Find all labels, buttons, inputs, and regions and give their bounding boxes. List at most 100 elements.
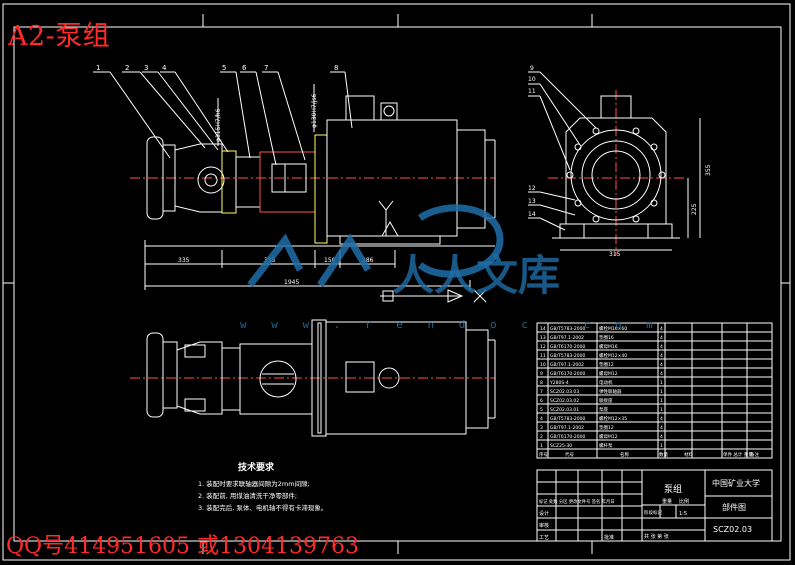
border-zone-ticks bbox=[3, 14, 790, 554]
bom-cell: 13 bbox=[540, 335, 546, 341]
bom-cell: 8 bbox=[540, 380, 543, 386]
bom-cell: 螺母M16 bbox=[599, 343, 618, 350]
bom-cell: 垫圈12 bbox=[599, 361, 614, 368]
side-dimension-values: 355 225 315 bbox=[609, 164, 712, 258]
top-view bbox=[130, 319, 496, 437]
bom-cell: 联接座 bbox=[599, 397, 613, 404]
side-callout-13: 13 bbox=[528, 198, 536, 205]
part-name: 泵组 bbox=[664, 483, 682, 495]
dim-shaft-height: 225 bbox=[691, 203, 698, 215]
bom-cell: 1 bbox=[660, 398, 663, 404]
overlay-title: A2-泵组 bbox=[8, 21, 111, 52]
bom-cell: 3 bbox=[540, 425, 543, 431]
bom-cell: GB/T6170-2000 bbox=[550, 434, 586, 440]
bom-header-cell: 代号 bbox=[565, 451, 574, 458]
side-callout-10: 10 bbox=[528, 76, 536, 83]
bom-cell: SCZ25-30 bbox=[550, 443, 572, 449]
stage-label: 阶段标记 bbox=[644, 509, 662, 516]
bom-cell: 4 bbox=[660, 344, 663, 350]
overlay-contact: QQ号414951605 或1304139763 bbox=[6, 534, 360, 559]
bom-cell: 垫圈12 bbox=[599, 424, 614, 431]
bom-cell: 螺杆泵 bbox=[599, 442, 613, 449]
bom-cell: 螺母M12 bbox=[599, 370, 618, 377]
dim-height: 355 bbox=[705, 164, 712, 176]
top-fan-cover bbox=[465, 329, 489, 429]
bom-cell: 螺母M12 bbox=[599, 433, 618, 440]
side-callouts: 9 10 11 12 13 14 bbox=[528, 65, 536, 218]
bom-cell: 6 bbox=[540, 398, 543, 404]
side-foot-left bbox=[559, 223, 585, 239]
tech-requirements: 技术要求 1. 装配时要求联轴器间隙为2mm间隙; 2. 装配前, 用煤油清洗干… bbox=[198, 461, 327, 512]
watermark-logo bbox=[247, 204, 504, 288]
bom-cell: 4 bbox=[660, 425, 663, 431]
design-label: 设计 bbox=[539, 510, 549, 517]
coupling-housing bbox=[259, 151, 316, 213]
motor-adapter-flange bbox=[314, 134, 328, 244]
callout-4: 4 bbox=[162, 64, 167, 72]
pump-port bbox=[197, 166, 225, 194]
callout-8: 8 bbox=[334, 64, 338, 72]
bom-cell: GB/T6170-2000 bbox=[550, 371, 586, 377]
top-pump-flange bbox=[146, 332, 164, 418]
bom-cell: 1 bbox=[540, 443, 543, 449]
callout-7: 7 bbox=[264, 64, 268, 72]
front-view bbox=[130, 95, 496, 247]
sheets-label: 共 张 第 张 bbox=[644, 533, 669, 540]
callout-6: 6 bbox=[242, 64, 247, 72]
side-callout-11: 11 bbox=[528, 88, 536, 95]
tech-req-heading: 技术要求 bbox=[238, 461, 275, 473]
bom-cell: 4 bbox=[660, 371, 663, 377]
bom-cell: Y280S-4 bbox=[549, 380, 569, 386]
bom-cell: 螺栓M16×60 bbox=[599, 325, 627, 332]
bom-cell: 1 bbox=[660, 443, 663, 449]
bom-cell: 垫圈16 bbox=[599, 334, 614, 341]
bom-cell: 4 bbox=[540, 416, 543, 422]
dim-seg-c: 150 bbox=[324, 257, 336, 264]
bom-cell: GB/T97.1-2002 bbox=[550, 335, 584, 341]
watermark-url: w w w . r e n d o c . c o m bbox=[240, 318, 662, 331]
bom-cell: 7 bbox=[540, 389, 543, 395]
fit-callouts: φ115H7/h6 φ130H7/js6 bbox=[215, 93, 318, 142]
side-callout-14: 14 bbox=[528, 211, 536, 218]
bom-cell: 4 bbox=[660, 434, 663, 440]
view-symbol bbox=[380, 289, 487, 303]
approve-label: 批准 bbox=[604, 534, 614, 541]
drawing-type: 部件图 bbox=[722, 502, 746, 512]
bom-cell: GB/T97.1-2002 bbox=[550, 362, 584, 368]
school-name: 中国矿业大学 bbox=[712, 478, 760, 488]
bom-cell: GB/T5783-2000 bbox=[550, 353, 586, 359]
bom-cell: 14 bbox=[540, 326, 546, 332]
callout-1: 1 bbox=[96, 64, 100, 72]
bom-cell: 4 bbox=[660, 335, 663, 341]
scale-value: 1:5 bbox=[679, 511, 687, 517]
title-block-text: 泵组 中国矿业大学 部件图 SCZ02.03 1:5 比例 重量 阶段标记 共 … bbox=[539, 478, 760, 541]
bom-header-cell: 备注 bbox=[750, 451, 759, 458]
front-dimension-values: 335 335 150 286 1945 bbox=[178, 257, 374, 286]
bom-cell: 1 bbox=[660, 407, 663, 413]
watermark-brand: 人人文库 bbox=[392, 251, 560, 300]
coupling bbox=[271, 163, 307, 193]
callout-2: 2 bbox=[125, 64, 129, 72]
bom-cell: 12 bbox=[540, 344, 546, 350]
bom-cell: GB/T5783-2000 bbox=[550, 326, 586, 332]
bom-cell: 电动机 bbox=[599, 379, 613, 386]
motor-fan-cover bbox=[456, 129, 486, 229]
side-leaders bbox=[528, 71, 597, 231]
side-view bbox=[548, 90, 701, 255]
side-callout-9: 9 bbox=[530, 65, 534, 72]
bom-cell: 11 bbox=[540, 353, 546, 359]
bom-cell: 4 bbox=[660, 362, 663, 368]
bom-cell: GB/T97.1-2002 bbox=[550, 425, 584, 431]
sheet-outer-border bbox=[2, 3, 791, 561]
bom-cell: 4 bbox=[660, 326, 663, 332]
motor-terminal-box bbox=[345, 95, 375, 121]
bom-cell: 螺栓M12×40 bbox=[599, 352, 627, 359]
scale-label: 比例 bbox=[679, 498, 689, 505]
tech-req-item: 1. 装配时要求联轴器间隙为2mm间隙; bbox=[198, 479, 310, 488]
dim-seg-d: 286 bbox=[362, 257, 374, 264]
sign-row: 标记 处数 分区 更改文件号 签名 年月日 bbox=[539, 498, 615, 505]
bom-cell: 1 bbox=[660, 380, 663, 386]
dim-total: 1945 bbox=[284, 279, 299, 286]
drawing-number: SCZ02.03 bbox=[713, 525, 752, 534]
